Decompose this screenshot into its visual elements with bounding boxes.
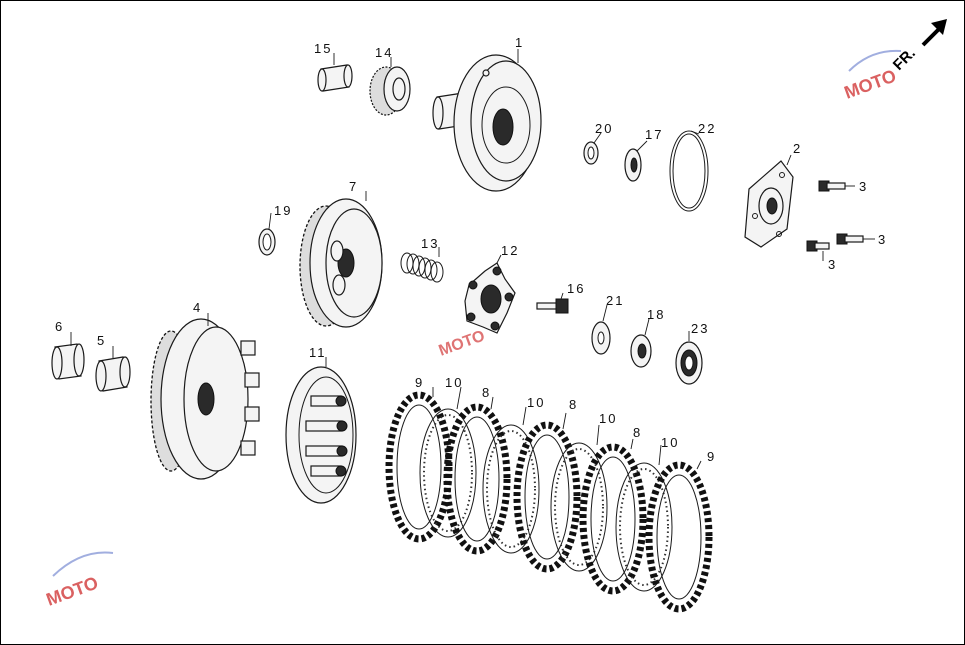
- part-4-clutch-basket: [150, 318, 260, 480]
- front-direction-arrow: FR.: [890, 19, 947, 74]
- clutch-plate-stack: [385, 391, 713, 613]
- callout-17: 17: [645, 127, 663, 142]
- callout-10a: 10: [445, 375, 463, 390]
- part-18-nut: [630, 334, 652, 368]
- callout-2: 2: [793, 141, 802, 156]
- callout-3b: 3: [878, 232, 887, 247]
- part-21-washer: [591, 321, 611, 355]
- svg-text:MOTO: MOTO: [44, 573, 101, 610]
- watermark-logo-bottom: MOTO: [44, 551, 114, 610]
- part-20-washer: [583, 141, 599, 165]
- callout-19: 19: [274, 203, 292, 218]
- part-8-friction-plate: [513, 421, 581, 573]
- callout-8c: 8: [633, 425, 642, 440]
- callout-5: 5: [97, 333, 106, 348]
- callout-1: 1: [515, 35, 524, 50]
- part-17-nut: [624, 148, 642, 182]
- callout-10c: 10: [599, 411, 617, 426]
- callout-11: 11: [309, 345, 327, 360]
- callout-4: 4: [193, 300, 202, 315]
- part-10-steel-plate: [482, 424, 540, 554]
- svg-text:MOTO: MOTO: [437, 327, 488, 359]
- part-14-gear: [369, 66, 411, 116]
- part-12-spring-plate: [464, 262, 516, 334]
- callout-labels: 15 14 1 20 17 22 2 3 3 3 19 7 13 12 16 2…: [55, 35, 887, 464]
- callout-10d: 10: [661, 435, 679, 450]
- callout-8b: 8: [569, 397, 578, 412]
- part-2-cover-plate: [744, 160, 794, 248]
- part-9-friction-plate: [645, 461, 713, 613]
- callout-16: 16: [567, 281, 585, 296]
- leader-lines: [70, 49, 875, 470]
- part-23-bearing: [675, 341, 703, 385]
- callout-7: 7: [349, 179, 358, 194]
- callout-3a: 3: [859, 179, 868, 194]
- part-19-washer: [258, 228, 276, 256]
- part-16-bolt: [536, 298, 569, 314]
- part-15-bushing: [317, 64, 353, 92]
- part-5-bushing: [95, 356, 131, 392]
- part-3-bolts: [806, 180, 864, 252]
- callout-22: 22: [698, 121, 716, 136]
- part-6-bushing: [51, 343, 85, 380]
- callout-12: 12: [501, 243, 519, 258]
- part-9-friction-plate: [385, 391, 453, 543]
- part-1-outer-housing: [432, 54, 542, 192]
- callout-15: 15: [314, 41, 332, 56]
- callout-21: 21: [606, 293, 624, 308]
- callout-14: 14: [375, 45, 393, 60]
- callout-18: 18: [647, 307, 665, 322]
- part-8-friction-plate: [443, 403, 511, 555]
- part-7-gear-drum: [299, 198, 383, 328]
- callout-9b: 9: [707, 449, 716, 464]
- part-22-o-ring: [669, 130, 709, 212]
- callout-20: 20: [595, 121, 613, 136]
- callout-10b: 10: [527, 395, 545, 410]
- callout-6: 6: [55, 319, 64, 334]
- callout-13: 13: [421, 236, 439, 251]
- part-10-steel-plate: [550, 442, 608, 572]
- direction-label: FR.: [890, 45, 919, 74]
- watermark-logo-center: MOTO: [437, 327, 488, 359]
- callout-8a: 8: [482, 385, 491, 400]
- part-10-steel-plate: [615, 462, 673, 592]
- part-13-spring: [400, 252, 444, 283]
- callout-3c: 3: [828, 257, 837, 272]
- part-8-friction-plate: [579, 443, 647, 595]
- callout-23: 23: [691, 321, 709, 336]
- callout-9a: 9: [415, 375, 424, 390]
- part-10-steel-plate: [419, 408, 477, 538]
- part-11-inner-hub: [285, 366, 357, 504]
